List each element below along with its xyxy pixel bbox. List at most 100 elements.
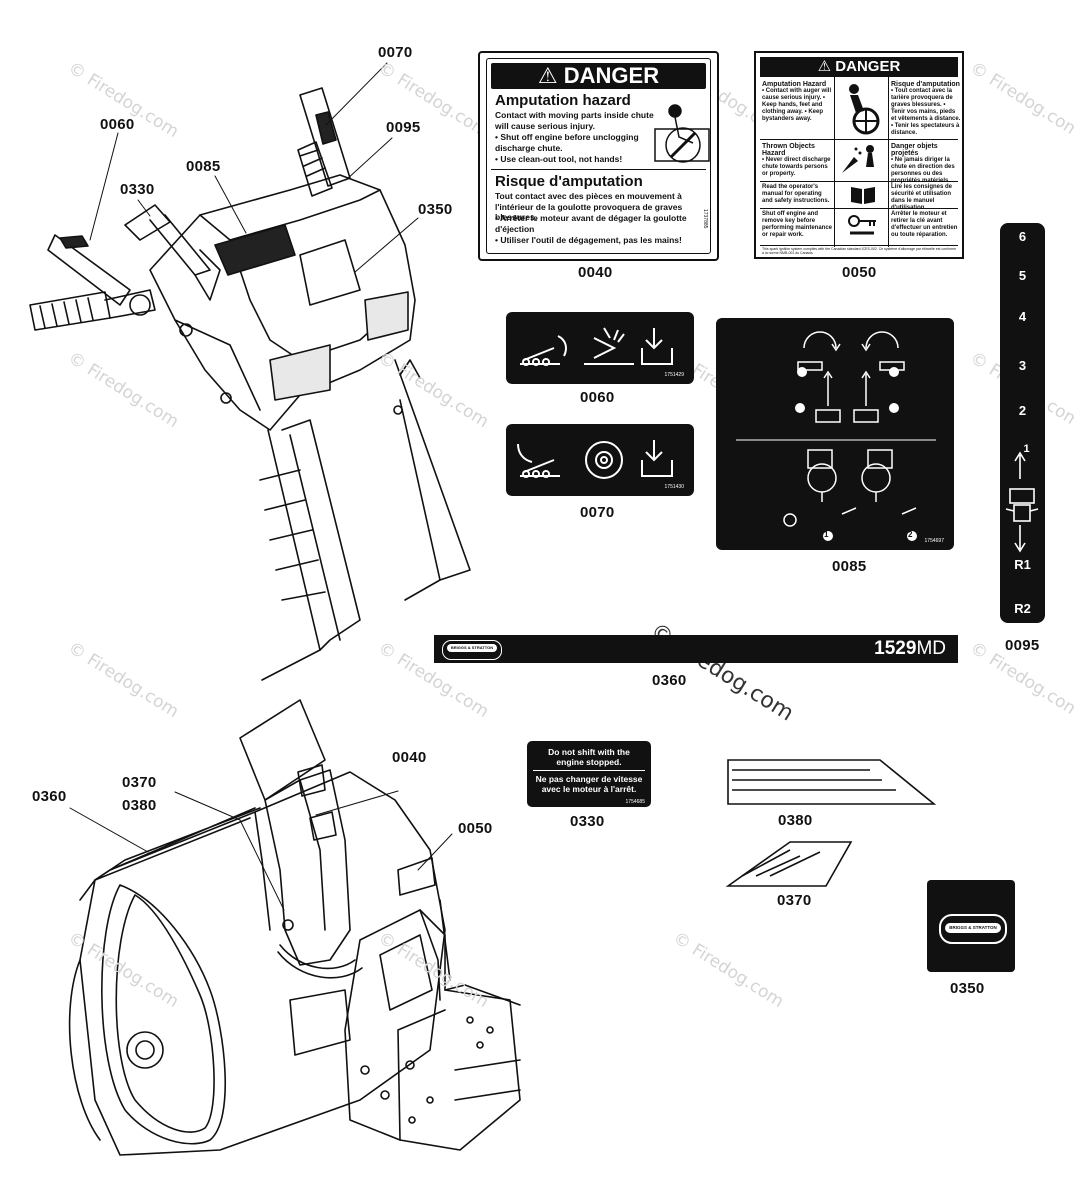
warning-triangle-icon: ⚠	[537, 63, 564, 88]
gear-label: 2	[1018, 403, 1027, 418]
divider	[760, 139, 958, 140]
step-number: 1	[824, 530, 829, 539]
drive-control-icons	[517, 440, 673, 479]
divider	[533, 770, 645, 771]
chute-control-icons	[520, 327, 673, 366]
amputation-cell-en: Amputation Hazard• Contact with auger wi…	[762, 81, 832, 123]
part-number: 1754697	[924, 538, 944, 544]
divider	[760, 208, 958, 209]
caption-0330: 0330	[570, 813, 605, 830]
cell-text: • Contact with auger will cause serious …	[762, 88, 832, 122]
model-number: 1529MD	[874, 638, 946, 660]
model-suffix: MD	[916, 638, 946, 659]
cell-text: • Ne jamais diriger la chute en directio…	[891, 157, 955, 184]
banner-text: DANGER	[563, 63, 660, 88]
danger-banner: ⚠ DANGER	[760, 57, 958, 77]
caption-0370: 0370	[777, 892, 812, 909]
stripe-decal-0380	[727, 759, 937, 805]
decal-0060[interactable]: 1751429	[506, 312, 694, 384]
thrown-objects-icon	[842, 145, 874, 173]
callout-0070[interactable]: 0070	[378, 44, 413, 61]
callout-0085[interactable]: 0085	[186, 158, 221, 175]
text-fr-3: • Utiliser l'outil de dégagement, pas le…	[495, 235, 682, 245]
brand-logo: BRIGGS & STRATTON	[442, 640, 502, 660]
callout-0350[interactable]: 0350	[418, 201, 453, 218]
leaders-upper	[89, 62, 419, 273]
model-decal-0360[interactable]: BRIGGS & STRATTON 1529MD	[434, 635, 958, 663]
key-removal-icon	[848, 215, 876, 235]
gear-label: 3	[1018, 358, 1027, 373]
text-en-3: • Use clean-out tool, not hands!	[495, 154, 623, 164]
callout-0360[interactable]: 0360	[32, 788, 67, 805]
cell-title: Danger objets projetés	[891, 143, 938, 157]
part-number: 1751429	[664, 372, 684, 378]
thrown-objects-cell-fr: Danger objets projetés• Ne jamais dirige…	[891, 143, 961, 185]
shut-off-en: Shut off engine and remove key before pe…	[762, 211, 833, 238]
handle-left	[29, 204, 221, 331]
caption-0380: 0380	[778, 812, 813, 829]
danger-decal-0050[interactable]: ⚠ DANGER Amputation Hazard• Contact with…	[754, 51, 964, 259]
callout-0095[interactable]: 0095	[386, 119, 421, 136]
divider	[760, 245, 958, 246]
callout-0330[interactable]: 0330	[120, 181, 155, 198]
divider	[491, 169, 706, 170]
stripe-decal-0370	[725, 841, 853, 887]
caption-0360: 0360	[652, 672, 687, 689]
gear-label: R2	[1014, 601, 1031, 616]
brand-decal-0350[interactable]: BRIGGS & STRATTON	[927, 880, 1015, 972]
gear-label: 5	[1018, 268, 1027, 283]
caption-0095: 0095	[1005, 637, 1040, 654]
heading-fr: Risque d'amputation	[495, 173, 643, 190]
handle-right	[297, 87, 351, 197]
decal-0070[interactable]: 1751430	[506, 424, 694, 496]
banner-text: DANGER	[835, 58, 901, 75]
callout-0370[interactable]: 0370	[122, 774, 157, 791]
gear-label: 4	[1018, 309, 1027, 324]
auger-housing	[68, 771, 451, 1156]
hand-in-chute-icon	[654, 104, 710, 163]
leaders-lower	[69, 790, 453, 911]
part-number: 1751430	[664, 484, 684, 490]
brand-text: BRIGGS & STRATTON	[945, 923, 1001, 933]
danger-decal-0040[interactable]: ⚠ DANGER Amputation hazard Contact with …	[478, 51, 719, 261]
text-fr-1: Tout contact avec des pièces en mouvemen…	[495, 191, 683, 222]
danger-banner: ⚠ DANGER	[491, 63, 706, 89]
callout-0040[interactable]: 0040	[392, 749, 427, 766]
text-en-1: Contact with moving parts inside chute w…	[495, 110, 654, 131]
caption-0040: 0040	[578, 264, 613, 281]
brand-text: BRIGGS & STRATTON	[447, 644, 497, 652]
decal-border: ⚠ DANGER Amputation hazard Contact with …	[486, 58, 711, 254]
caption-0085: 0085	[832, 558, 867, 575]
shift-warning-decal-0330[interactable]: Do not shift with the engine stopped. Ne…	[527, 741, 651, 807]
caption-0050: 0050	[842, 264, 877, 281]
handle-frame	[259, 359, 471, 681]
manual-book-icon	[851, 187, 875, 204]
cell-text: • Tout contact avec la tarière provoquer…	[891, 88, 961, 136]
text-en-2: engine stopped.	[556, 757, 622, 767]
warning-triangle-icon: ⚠	[817, 58, 836, 75]
callout-0380[interactable]: 0380	[122, 797, 157, 814]
control-instruction-icons	[736, 331, 936, 541]
divider	[760, 181, 958, 182]
auger-hazard-icon	[849, 84, 880, 135]
cell-title: Amputation Hazard	[762, 81, 827, 88]
gear-label: R1	[1014, 557, 1031, 572]
model-digits: 1529	[874, 638, 917, 659]
read-manual-en: Read the operator's manual for operating…	[762, 184, 830, 204]
caption-0070: 0070	[580, 504, 615, 521]
shut-off-fr: Arrêter le moteur et retirer la clé avan…	[891, 211, 958, 238]
decal-0085[interactable]: 1 2 1754697	[716, 318, 954, 550]
callout-0050[interactable]: 0050	[458, 820, 493, 837]
cell-title: Risque d'amputation	[891, 81, 960, 88]
amputation-cell-fr: Risque d'amputation• Tout contact avec l…	[891, 81, 961, 137]
gear-indicator-decal-0095[interactable]: 6 5 4 3 2 1 R1 R2	[1000, 223, 1045, 623]
part-number: 1737885	[702, 209, 708, 229]
part-number: 1754685	[625, 799, 645, 805]
callout-0060[interactable]: 0060	[100, 116, 135, 133]
text-fr-2: • Arrêter le moteur avant de dégager la …	[495, 213, 687, 234]
caption-0350: 0350	[950, 980, 985, 997]
direction-arrows-icon	[1005, 451, 1039, 553]
caption-0060: 0060	[580, 389, 615, 406]
text-fr-1: Ne pas changer de vitesse	[535, 774, 643, 784]
